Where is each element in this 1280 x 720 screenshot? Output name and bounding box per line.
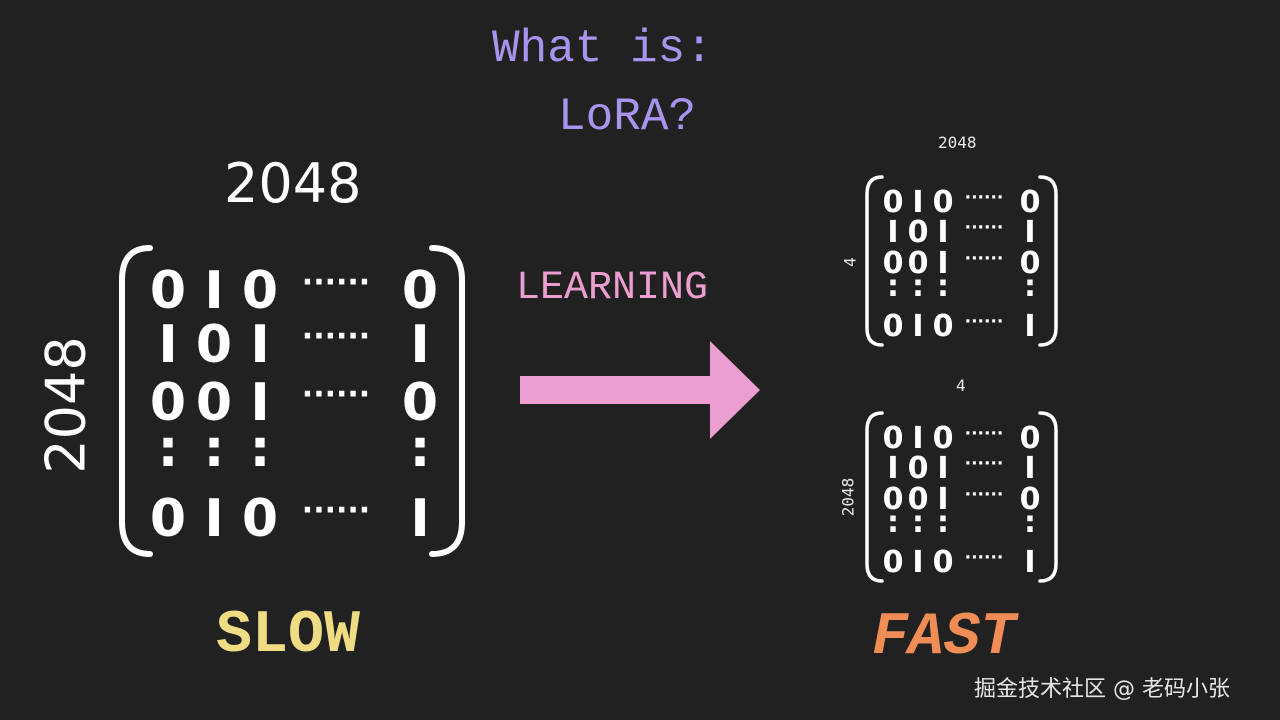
- matrix-a-cell-4-0: 0: [883, 309, 904, 344]
- matrix-a-cell-2-2: I: [937, 246, 948, 281]
- matrix-a-side-dim: 4: [840, 257, 860, 267]
- right-arrow-icon: [520, 341, 760, 439]
- matrix-a-right-bracket: [1038, 175, 1058, 347]
- big-matrix-cell-4-1: I: [204, 489, 223, 549]
- matrix-b-cell-1-0: I: [887, 451, 898, 486]
- matrix-b-cell-1-1: 0: [908, 451, 929, 486]
- matrix-b-cell-0-0: 0: [883, 421, 904, 456]
- big-matrix-right-bracket: [429, 245, 465, 557]
- matrix-a-cell-0-1: I: [912, 185, 923, 220]
- watermark: 掘金技术社区 @ 老码小张: [974, 677, 1230, 702]
- matrix-b-cell-3-3: :: [1024, 505, 1036, 540]
- matrix-b-cell-1-2: I: [937, 451, 948, 486]
- big-matrix-row-1-ellipsis: ······: [302, 319, 370, 354]
- big-matrix-cell-2-3: 0: [402, 373, 438, 433]
- matrix-a-cell-3-0: :: [887, 269, 899, 304]
- big-matrix-cell-4-0: 0: [150, 489, 186, 549]
- matrix-b-side-dim: 2048: [838, 477, 858, 517]
- matrix-b-cell-0-2: 0: [933, 421, 954, 456]
- matrix-b-row-1-ellipsis: ······: [965, 454, 1004, 474]
- matrix-a-cell-4-3: I: [1024, 309, 1035, 344]
- matrix-a-cell-3-1: :: [912, 269, 924, 304]
- matrix-b-cell-3-0: :: [887, 505, 899, 540]
- matrix-b-cell-2-0: 0: [883, 482, 904, 517]
- matrix-b-row-4-ellipsis: ······: [965, 548, 1004, 568]
- big-matrix-cell-3-1: :: [204, 419, 225, 479]
- matrix-a-cell-0-3: 0: [1020, 185, 1041, 220]
- big-matrix-row-2-ellipsis: ······: [302, 377, 370, 412]
- title-line-2: LoRA?: [558, 91, 697, 143]
- matrix-a-row-1-ellipsis: ······: [965, 218, 1004, 238]
- learning-arrow: [520, 341, 760, 439]
- matrix-a-cell-0-2: 0: [933, 185, 954, 220]
- matrix-a-cell-3-3: :: [1024, 269, 1036, 304]
- matrix-b-top-dim: 4: [956, 376, 966, 395]
- matrix-b-cell-0-3: 0: [1020, 421, 1041, 456]
- big-matrix-cell-3-3: :: [410, 419, 431, 479]
- big-matrix-cell-0-2: 0: [242, 261, 278, 321]
- matrix-a-left-bracket: [865, 175, 884, 347]
- matrix-a-cell-2-3: 0: [1020, 246, 1041, 281]
- matrix-b-row-2-ellipsis: ······: [965, 485, 1004, 505]
- matrix-a-cell-1-3: I: [1024, 215, 1035, 250]
- big-matrix-cell-4-3: I: [410, 489, 429, 549]
- matrix-a-row-2-ellipsis: ······: [965, 249, 1004, 269]
- big-matrix-cell-0-1: I: [204, 261, 223, 321]
- matrix-b-left-bracket: [865, 411, 884, 583]
- matrix-b-cell-4-2: 0: [933, 545, 954, 580]
- matrix-a-cell-2-0: 0: [883, 246, 904, 281]
- slow-caption: SLOW: [216, 602, 361, 670]
- matrix-a-cell-0-0: 0: [883, 185, 904, 220]
- matrix-b-cell-4-3: I: [1024, 545, 1035, 580]
- big-matrix-row-0-ellipsis: ······: [302, 265, 370, 300]
- matrix-a-cell-1-1: 0: [908, 215, 929, 250]
- big-matrix-cell-2-1: 0: [196, 373, 232, 433]
- matrix-a-cell-2-1: 0: [908, 246, 929, 281]
- fast-caption: FAST: [872, 604, 1017, 672]
- big-matrix-top-dim: 2048: [224, 152, 362, 215]
- learning-label: LEARNING: [516, 266, 709, 311]
- big-matrix-side-dim: 2048: [34, 336, 98, 474]
- big-matrix-cell-3-0: :: [158, 419, 179, 479]
- big-matrix-cell-1-3: I: [410, 315, 429, 375]
- big-matrix-cell-2-2: I: [250, 373, 269, 433]
- matrix-b-cell-0-1: I: [912, 421, 923, 456]
- matrix-b-right-bracket: [1038, 411, 1058, 583]
- big-matrix-cell-2-0: 0: [150, 373, 186, 433]
- big-matrix-cell-1-1: 0: [196, 315, 232, 375]
- big-matrix-row-4-ellipsis: ······: [302, 493, 370, 528]
- matrix-a-cell-4-1: I: [912, 309, 923, 344]
- matrix-a-top-dim: 2048: [938, 133, 977, 152]
- big-matrix-cell-0-0: 0: [150, 261, 186, 321]
- title-line-1: What is:: [492, 23, 713, 75]
- matrix-a-cell-3-2: :: [937, 269, 949, 304]
- matrix-b-cell-3-1: :: [912, 505, 924, 540]
- matrix-b-cell-4-1: I: [912, 545, 923, 580]
- matrix-b-cell-2-3: 0: [1020, 482, 1041, 517]
- big-matrix-cell-0-3: 0: [402, 261, 438, 321]
- matrix-b-cell-2-1: 0: [908, 482, 929, 517]
- matrix-b-row-0-ellipsis: ······: [965, 424, 1004, 444]
- matrix-b-cell-3-2: :: [937, 505, 949, 540]
- matrix-a-row-0-ellipsis: ······: [965, 188, 1004, 208]
- big-matrix-cell-3-2: :: [250, 419, 271, 479]
- matrix-a-row-4-ellipsis: ······: [965, 312, 1004, 332]
- big-matrix-cell-4-2: 0: [242, 489, 278, 549]
- big-matrix-left-bracket: [119, 245, 153, 557]
- matrix-a-cell-1-2: I: [937, 215, 948, 250]
- matrix-b-cell-1-3: I: [1024, 451, 1035, 486]
- matrix-b-cell-2-2: I: [937, 482, 948, 517]
- matrix-a-cell-1-0: I: [887, 215, 898, 250]
- big-matrix-cell-1-0: I: [158, 315, 177, 375]
- matrix-a-cell-4-2: 0: [933, 309, 954, 344]
- big-matrix-cell-1-2: I: [250, 315, 269, 375]
- matrix-b-cell-4-0: 0: [883, 545, 904, 580]
